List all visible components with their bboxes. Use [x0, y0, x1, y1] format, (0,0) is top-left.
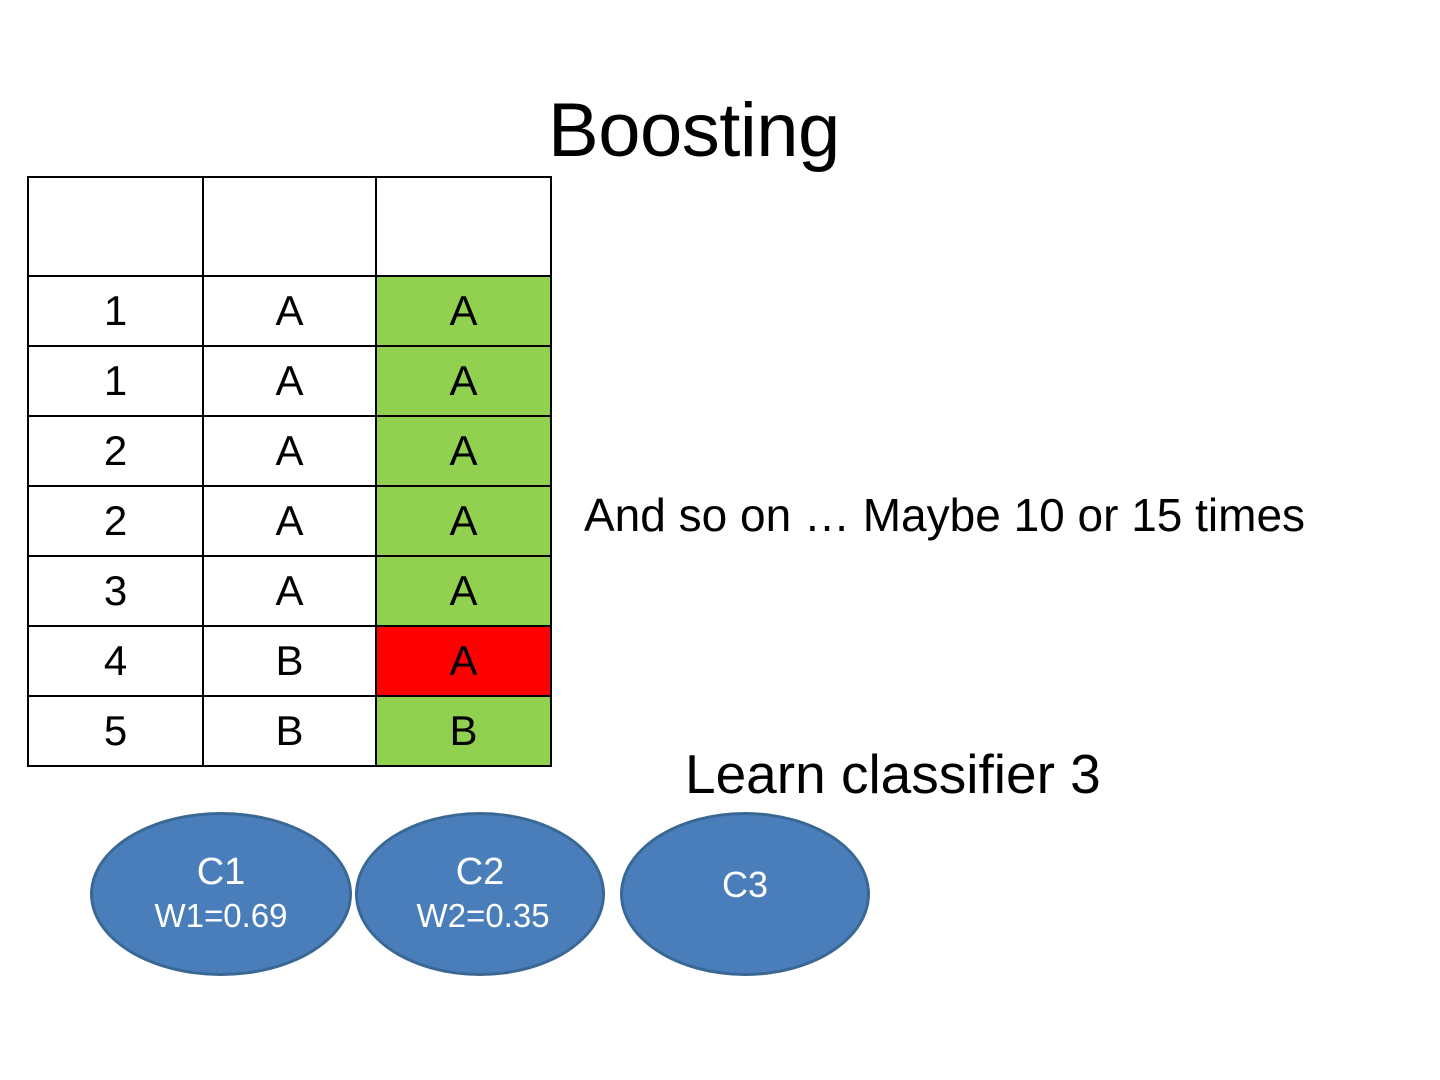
cell-index: 1: [27, 275, 204, 347]
header-cell-true-label: [202, 176, 377, 277]
classifier-c1-name: C1: [196, 851, 246, 893]
cell-true-label: A: [202, 555, 377, 627]
note-learn-classifier: Learn classifier 3: [685, 743, 1101, 805]
header-cell-predicted: [375, 176, 552, 277]
cell-index: 5: [27, 695, 204, 767]
cell-predicted: A: [375, 415, 552, 487]
cell-true-label: A: [202, 345, 377, 417]
classifier-ellipse-c2: C2 W2=0.35: [355, 812, 605, 976]
table-row: 2 A A: [27, 415, 552, 487]
classifier-c2-weight: W2=0.35: [416, 897, 550, 934]
header-cell-index: [27, 176, 204, 277]
table-row: 4 B A: [27, 625, 552, 697]
cell-true-label: A: [202, 485, 377, 557]
table-header-row: [27, 176, 552, 277]
cell-index: 3: [27, 555, 204, 627]
cell-index: 4: [27, 625, 204, 697]
page-title: Boosting: [548, 88, 840, 173]
classifier-c1-weight: W1=0.69: [154, 897, 288, 934]
classifier-c1-text: C1 W1=0.69: [154, 850, 288, 938]
classifier-c3-name: C3: [721, 863, 769, 905]
cell-predicted: B: [375, 695, 552, 767]
classifier-c3-text: C3: [682, 863, 809, 907]
table-row: 1 A A: [27, 345, 552, 417]
table-row: 1 A A: [27, 275, 552, 347]
cell-predicted: A: [375, 625, 552, 697]
note-and-so-on: And so on … Maybe 10 or 15 times: [584, 489, 1306, 541]
cell-predicted: A: [375, 485, 552, 557]
table-row: 5 B B: [27, 695, 552, 767]
predictions-table: 1 A A 1 A A 2 A A 2 A A 3 A: [27, 176, 552, 767]
table-row: 3 A A: [27, 555, 552, 627]
cell-true-label: A: [202, 415, 377, 487]
cell-index: 1: [27, 345, 204, 417]
cell-predicted: A: [375, 275, 552, 347]
cell-true-label: B: [202, 695, 377, 767]
cell-true-label: A: [202, 275, 377, 347]
classifier-ellipse-c3: C3: [620, 812, 870, 976]
classifier-ellipse-c1: C1 W1=0.69: [90, 812, 352, 976]
classifier-c2-name: C2: [455, 851, 505, 893]
classifier-c2-text: C2 W2=0.35: [416, 850, 550, 938]
cell-predicted: A: [375, 555, 552, 627]
table-row: 2 A A: [27, 485, 552, 557]
cell-index: 2: [27, 415, 204, 487]
cell-index: 2: [27, 485, 204, 557]
cell-predicted: A: [375, 345, 552, 417]
cell-true-label: B: [202, 625, 377, 697]
